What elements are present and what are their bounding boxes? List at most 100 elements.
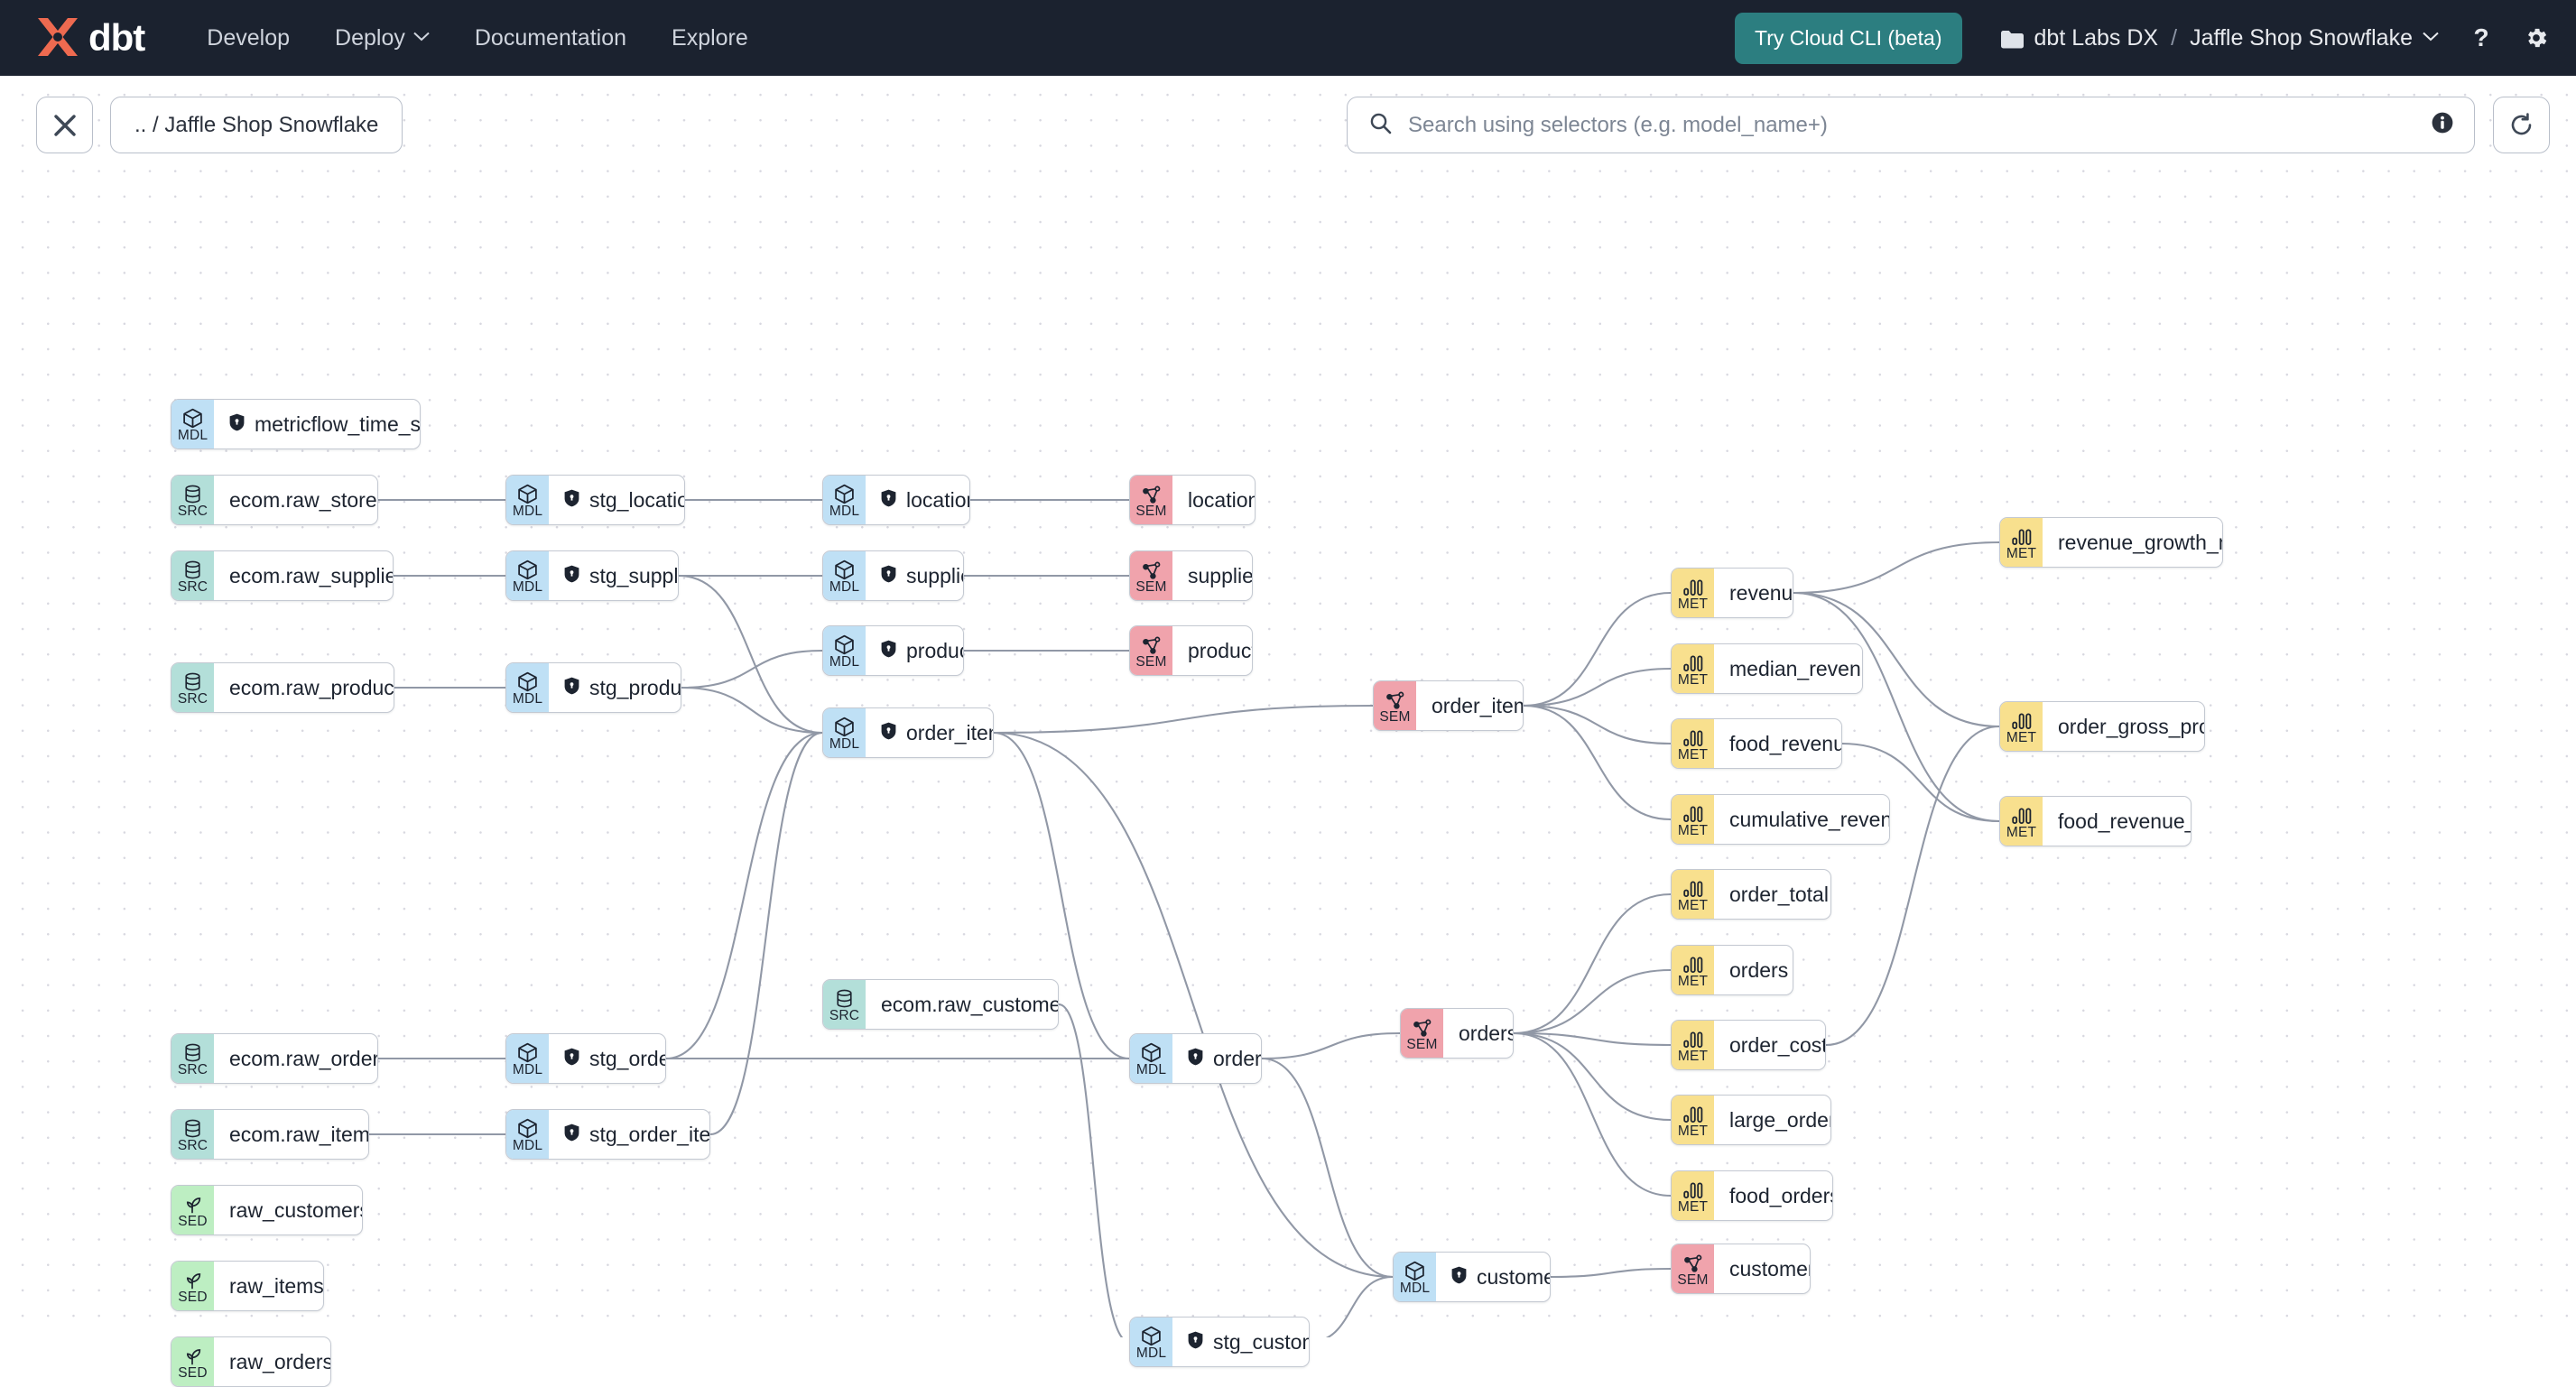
node-body: order_cost [1714,1021,1825,1069]
node-body: metricflow_time_spine [214,400,420,448]
node-type-label: MET [1677,973,1709,989]
lineage-canvas[interactable]: MDLmetricflow_time_spineSRCecom.raw_stor… [0,76,2576,1387]
node-body: stg_orders [549,1034,665,1083]
node-label: raw_items [229,1273,324,1298]
nav-item-documentation[interactable]: Documentation [452,16,649,60]
lineage-edge [1326,1275,1394,1337]
bar-chart-icon [1682,728,1704,748]
account-name[interactable]: dbt Labs DX [2034,24,2159,51]
node-type-badge-mdl: MDL [823,476,866,524]
node-body: order_items [866,708,993,757]
refresh-button[interactable] [2493,97,2550,153]
lineage-graph[interactable]: MDLmetricflow_time_spineSRCecom.raw_stor… [0,76,2576,1387]
node-type-badge-sem: SEM [1130,626,1172,675]
bar-chart-icon [1682,653,1704,673]
network-icon [1141,635,1163,655]
node-type-badge-mdl: MDL [823,551,866,600]
node-label: ecom.raw_supplies [229,563,394,587]
cube-icon [516,671,539,692]
node-label: products [1188,638,1252,662]
node-label: revenue_growth_mom [2058,530,2222,554]
refresh-icon [2511,113,2532,135]
node-type-label: MET [1677,746,1709,763]
settings-button[interactable] [2524,25,2549,51]
node-type-label: MET [1677,596,1709,612]
close-button[interactable] [36,97,93,153]
graph-node-products[interactable]: MDL products [822,625,964,676]
bar-chart-icon [2011,527,2033,547]
node-body: orders [1172,1034,1261,1083]
nav-item-deploy[interactable]: Deploy [312,16,452,60]
node-label: locations [1188,487,1255,512]
try-cloud-cli-button[interactable]: Try Cloud CLI (beta) [1735,12,1962,64]
search-bar[interactable] [1347,97,2475,153]
node-label: stg_orders [589,1046,665,1070]
node-label: products [906,638,963,662]
graph-node-customers-mdl[interactable]: MDLcustomers [1393,1252,1551,1302]
lineage-breadcrumb[interactable]: .. / Jaffle Shop Snowflake [110,97,403,153]
nav-item-explore[interactable]: Explore [649,16,771,60]
graph-node-supplies[interactable]: MDLsupplies [822,550,964,601]
node-type-badge-mdl: MDL [823,626,866,675]
shield-icon [564,488,579,513]
nav-item-develop[interactable]: Develop [184,16,312,60]
node-type-label: MDL [512,578,543,595]
node-label: supplies [1188,563,1253,587]
info-icon[interactable] [2431,111,2454,139]
search-icon [1369,112,1392,139]
node-label: stg_locations [589,487,684,512]
project-name: Jaffle Shop Snowflake [2190,24,2413,51]
close-icon [53,114,76,136]
help-button[interactable]: ? [2469,24,2493,51]
graph-node-sem-products[interactable]: SEM products [1129,625,1253,676]
graph-node-locations[interactable]: MDLlocations [822,475,970,525]
node-type-badge-mdl: MDL [506,1110,549,1159]
node-type-label: SEM [1406,1036,1438,1052]
graph-node-stg-orders[interactable]: MDL stg_orders [505,1033,666,1084]
graph-node-sem-supplies[interactable]: SEMsupplies [1129,550,1253,601]
lineage-edge [1513,1031,1672,1197]
graph-node-sem-locations[interactable]: SEMlocations [1129,475,1256,525]
lineage-toolbar: .. / Jaffle Shop Snowflake [0,76,2576,162]
graph-node-orders-mdl[interactable]: MDLorders [1129,1033,1262,1084]
dbt-logo[interactable]: dbt [32,14,145,61]
node-type-badge-met: MET [1672,795,1714,844]
project-selector[interactable]: Jaffle Shop Snowflake [2190,25,2439,51]
graph-node-sem-customers[interactable]: SEMcustomers [1671,1244,1811,1294]
search-input[interactable] [1408,112,2414,138]
node-type-badge-mdl: MDL [506,1034,549,1083]
node-type-badge-mdl: MDL [1394,1253,1436,1301]
node-label: order_items [906,720,993,744]
node-body: customers [1714,1244,1810,1293]
